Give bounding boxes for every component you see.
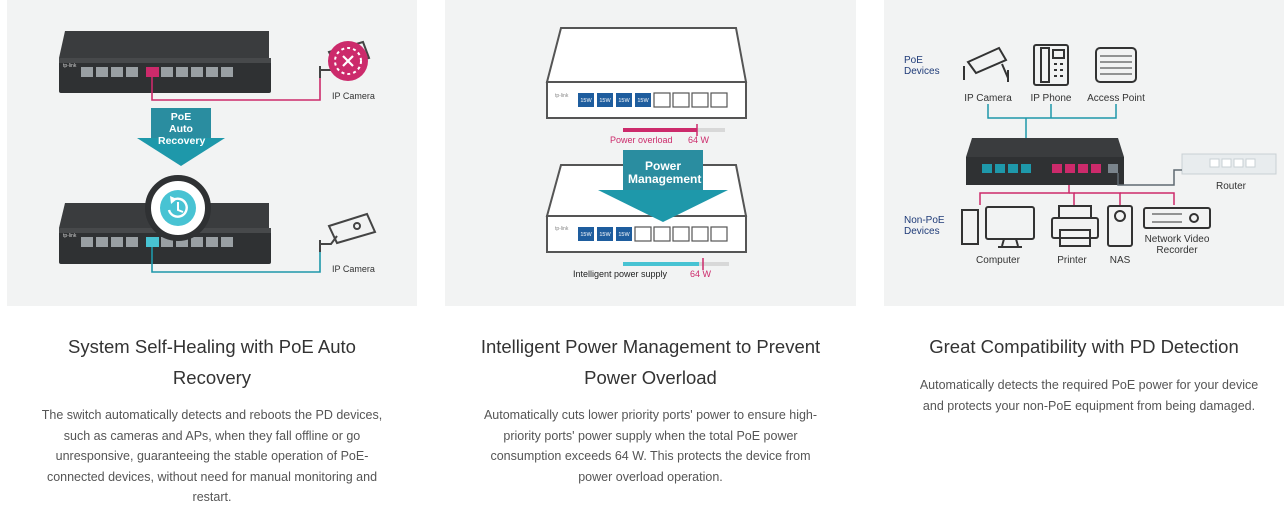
intelligent-power-bar [623,258,729,270]
non-poe-devices-label: Non-PoE Devices [904,215,945,237]
svg-text:15W: 15W [580,232,592,238]
power-management-arrow: Power Management [598,150,728,222]
switch-top: tp-link [59,31,271,93]
svg-text:IP Camera: IP Camera [332,264,375,274]
ip-camera-icon [963,46,1009,82]
svg-text:Router: Router [1216,181,1247,192]
svg-text:15W: 15W [618,98,630,104]
poe-auto-recovery-diagram: tp-link IP [59,31,377,274]
svg-text:tp-link: tp-link [63,63,77,69]
svg-text:Printer: Printer [1057,255,1087,266]
feature-description: Automatically detects the required PoE p… [919,378,1259,413]
ip-phone-icon [1033,44,1069,86]
svg-text:64 W: 64 W [690,269,712,279]
pd-detection-diagram: PoE Devices Non-PoE Devices [904,44,1277,266]
network-video-recorder-icon [1143,207,1211,229]
overload-power-bar [623,124,725,136]
svg-text:Computer: Computer [976,255,1021,266]
feature-description: The switch automatically detects and reb… [41,408,383,504]
ip-camera-bottom-icon [319,212,377,252]
illustration-power-management: tp-link 15W 15W 15W 15W [445,0,856,306]
svg-text:tp-link: tp-link [555,93,569,99]
feature-title: Intelligent Power Management to Prevent … [480,336,821,388]
svg-text:IP Camera: IP Camera [332,91,375,101]
svg-text:tp-link: tp-link [555,226,569,232]
feature-description: Automatically cuts lower priority ports'… [483,408,818,484]
svg-text:15W: 15W [637,98,649,104]
printer-icon [1051,205,1099,247]
poe-auto-recovery-arrow: PoE Auto Recovery [137,108,225,166]
illustration-pd-detection: PoE Devices Non-PoE Devices [884,0,1284,306]
router-icon [1181,153,1277,175]
svg-text:IP Phone: IP Phone [1031,93,1072,104]
svg-text:64 W: 64 W [688,135,710,145]
svg-text:Intelligent power supply: Intelligent power supply [573,269,668,279]
svg-text:NAS: NAS [1110,255,1131,266]
power-management-diagram: tp-link 15W 15W 15W 15W [545,27,748,279]
svg-text:Access Point: Access Point [1087,93,1145,104]
ports-bottom: 15W 15W 15W [578,226,728,242]
non-poe-connections [979,185,1175,205]
svg-text:tp-link: tp-link [63,233,77,239]
svg-text:15W: 15W [599,232,611,238]
svg-text:15W: 15W [580,98,592,104]
ports-top: 15W 15W 15W 15W [578,92,728,108]
illustration-poe-auto-recovery: tp-link IP [7,0,417,306]
error-badge-icon [328,41,368,81]
access-point-icon [1095,47,1137,83]
computer-icon [961,206,1035,248]
svg-text:Power overload: Power overload [610,135,673,145]
svg-text:IP Camera: IP Camera [964,93,1012,104]
nas-icon [1107,205,1133,247]
feature-title: Great Compatibility with PD Detection [929,336,1239,357]
switch [966,138,1124,185]
poe-devices-label: PoE Devices [904,55,940,77]
feature-title: System Self-Healing with PoE Auto Recove… [68,336,356,388]
recovery-badge-icon [145,175,211,241]
svg-text:15W: 15W [599,98,611,104]
svg-text:15W: 15W [618,232,630,238]
